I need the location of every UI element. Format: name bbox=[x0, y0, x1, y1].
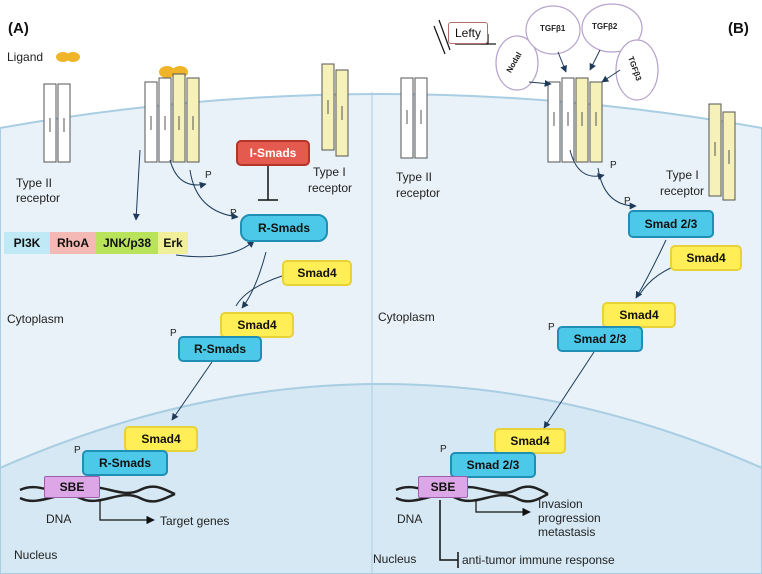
smad23-box: Smad 2/3 bbox=[450, 452, 536, 478]
tgfb2-ligand-shape bbox=[581, 3, 643, 53]
lefty-inhibition bbox=[433, 19, 496, 55]
type2-receptor-label-b-line2: receptor bbox=[396, 186, 441, 200]
smad4-box: Smad4 bbox=[494, 428, 566, 454]
outcome-invasion: Invasion bbox=[538, 497, 583, 511]
phospho-label: P bbox=[624, 196, 631, 207]
lefty-box: Lefty bbox=[448, 22, 488, 44]
tgfb2-label: TGFβ2 bbox=[592, 22, 618, 31]
ligand-shape bbox=[56, 52, 70, 62]
pi3k-box: PI3K bbox=[4, 232, 50, 254]
type1-receptor-label-a-line2: receptor bbox=[308, 181, 353, 195]
smad4-box: Smad4 bbox=[602, 302, 676, 328]
ligand-bound-shape bbox=[159, 66, 175, 78]
outcome-metastasis: metastasis bbox=[538, 525, 596, 539]
outcome-progression: progression bbox=[538, 511, 601, 525]
dna-label-a: DNA bbox=[46, 512, 72, 526]
cytoplasm-label-b: Cytoplasm bbox=[378, 310, 435, 324]
nodal-ligand-shape bbox=[495, 35, 539, 91]
receptor-complex-b bbox=[547, 77, 603, 163]
smad4-box: Smad4 bbox=[282, 260, 352, 286]
phospho-label: P bbox=[548, 322, 555, 333]
receptor-complex-a bbox=[144, 73, 200, 163]
sbe-box: SBE bbox=[44, 476, 100, 498]
sbe-box: SBE bbox=[418, 476, 468, 498]
phospho-label: P bbox=[230, 208, 237, 219]
smad4-box: Smad4 bbox=[220, 312, 294, 338]
type2-receptor-label-a-line2: receptor bbox=[16, 191, 61, 205]
nucleus-label-b: Nucleus bbox=[373, 552, 417, 566]
dna-label-b: DNA bbox=[397, 512, 423, 526]
type1-receptor-label-a-line1: Type I bbox=[313, 165, 346, 179]
ligand-shape bbox=[66, 52, 80, 62]
i-smads-box: I-Smads bbox=[236, 140, 310, 166]
phospho-label: P bbox=[610, 160, 617, 171]
type2-receptor-a bbox=[43, 83, 71, 163]
cytoplasm-label-a: Cytoplasm bbox=[7, 312, 64, 326]
tgfb1-label: TGFβ1 bbox=[540, 24, 566, 33]
r-smads-box: R-Smads bbox=[178, 336, 262, 362]
type2-receptor-label-b-line1: Type II bbox=[396, 170, 433, 184]
rhoa-box: RhoA bbox=[50, 232, 96, 254]
target-genes-arrow bbox=[99, 500, 155, 525]
phospho-label: P bbox=[205, 170, 212, 181]
ligand-arrows bbox=[528, 49, 621, 87]
smad4-box: Smad4 bbox=[124, 426, 198, 452]
r-smads-box: R-Smads bbox=[82, 450, 168, 476]
type2-receptor-b bbox=[400, 77, 428, 159]
panel-b-label: (B) bbox=[728, 20, 749, 37]
panel-a-label: (A) bbox=[8, 20, 29, 37]
type1-receptor-a bbox=[321, 63, 349, 157]
smad23-box: Smad 2/3 bbox=[557, 326, 643, 352]
immune-inhibition bbox=[439, 500, 459, 568]
tgfb1-ligand-shape bbox=[525, 5, 581, 55]
r-smads-box: R-Smads bbox=[240, 214, 328, 242]
type1-receptor-label-b-line1: Type I bbox=[666, 168, 699, 182]
phospho-label: P bbox=[170, 328, 177, 339]
phospho-label: P bbox=[74, 445, 81, 456]
target-genes-label: Target genes bbox=[160, 514, 230, 528]
tgfb3-ligand-shape bbox=[615, 39, 659, 101]
anti-tumor-immune-response-label: anti-tumor immune response bbox=[462, 553, 615, 567]
ismad-inhibition bbox=[258, 166, 278, 201]
jnk-p38-box: JNK/p38 bbox=[96, 232, 158, 254]
ligand-label: Ligand bbox=[7, 50, 44, 64]
invasion-arrow bbox=[475, 500, 531, 517]
type1-receptor-b bbox=[708, 103, 736, 201]
arrows-panel-a bbox=[132, 149, 283, 421]
smad23-box: Smad 2/3 bbox=[628, 210, 714, 238]
nucleus-label-a: Nucleus bbox=[14, 548, 58, 562]
phospho-label: P bbox=[440, 444, 447, 455]
smad4-box: Smad4 bbox=[670, 245, 742, 271]
erk-box: Erk bbox=[158, 232, 188, 254]
type1-receptor-label-b-line2: receptor bbox=[660, 184, 705, 198]
type2-receptor-label-a-line1: Type II bbox=[16, 176, 53, 190]
